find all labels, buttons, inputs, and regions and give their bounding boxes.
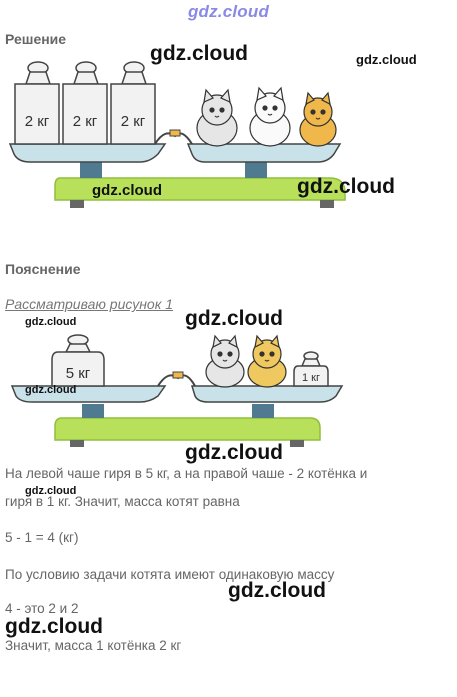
explanation-line-6: Значит, масса 1 котёнка 2 кг	[5, 638, 182, 653]
explanation-line-2: гиря в 1 кг. Значит, масса котят равна	[5, 494, 240, 509]
weight-label-3: 2 кг	[120, 113, 146, 130]
kitten-grey-2-icon	[205, 334, 245, 388]
weight-1kg-icon	[293, 351, 329, 387]
weight-5kg-label: 5 кг	[65, 365, 91, 382]
weight-2kg-3-icon	[110, 61, 156, 145]
watermark: gdz.cloud	[228, 579, 326, 602]
watermark: gdz.cloud	[25, 384, 77, 396]
weight-label-1: 2 кг	[24, 113, 50, 130]
watermark: gdz.cloud	[185, 441, 283, 464]
kitten-orange-icon	[299, 91, 337, 147]
weight-1kg-label: 1 кг	[302, 372, 320, 384]
watermark: gdz.cloud	[25, 485, 77, 497]
explanation-subheading: Рассматриваю рисунок 1	[5, 296, 173, 312]
watermark: gdz.cloud	[185, 307, 283, 330]
scale-illustration-explanation	[10, 334, 344, 447]
weight-label-2: 2 кг	[72, 113, 98, 130]
explanation-line-5: 4 - это 2 и 2	[5, 601, 79, 616]
explanation-heading: Пояснение	[5, 261, 81, 277]
watermark: gdz.cloud	[150, 42, 248, 65]
explanation-line-1: На левой чаше гиря в 5 кг, а на правой ч…	[5, 466, 368, 481]
watermark: gdz.cloud	[92, 182, 162, 199]
watermark: gdz.cloud	[356, 52, 417, 67]
top-watermark: gdz.cloud	[187, 2, 270, 21]
weight-2kg-1-icon	[14, 61, 60, 145]
explanation-line-4: По условию задачи котята имеют одинакову…	[5, 567, 335, 582]
weight-2kg-2-icon	[62, 61, 108, 145]
explanation-line-3: 5 - 1 = 4 (кг)	[5, 530, 79, 545]
kitten-orange-2-icon	[247, 334, 287, 388]
kitten-grey-1-icon	[196, 88, 238, 147]
watermark: gdz.cloud	[297, 175, 395, 198]
solution-heading: Решение	[5, 31, 67, 47]
weight-5kg-icon	[51, 334, 105, 387]
watermark: gdz.cloud	[25, 316, 77, 328]
watermark: gdz.cloud	[5, 615, 103, 638]
scale-illustration-solution	[8, 61, 346, 208]
kitten-white-icon	[249, 86, 291, 147]
